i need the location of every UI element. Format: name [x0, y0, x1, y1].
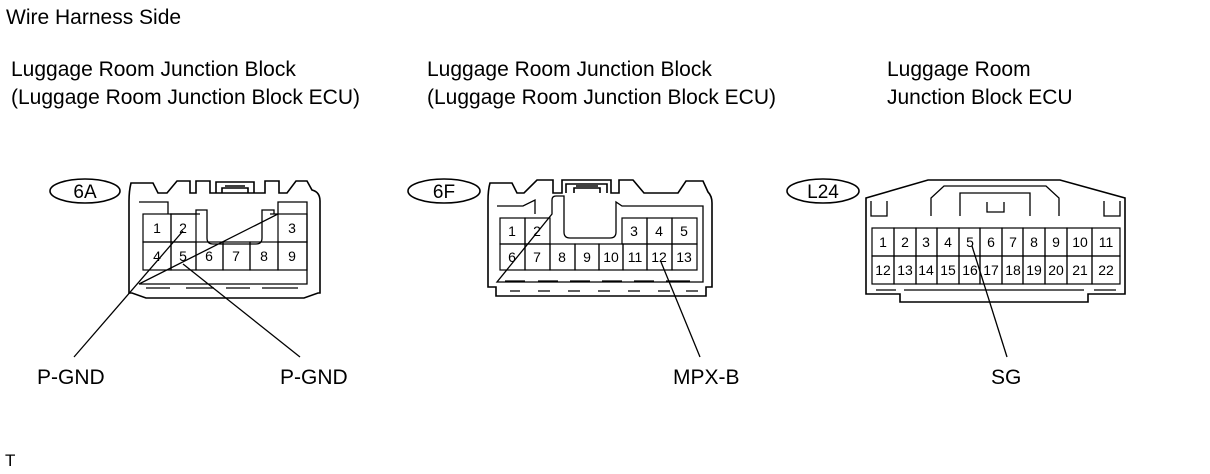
- connector-6f-title-line2: (Luggage Room Junction Block ECU): [427, 86, 777, 109]
- connector-l24-pin-grid: [871, 227, 1121, 285]
- leader-line-l24-pin5: [971, 245, 1008, 358]
- pin-l24-3: 3: [922, 234, 930, 250]
- pin-l24-18: 18: [1005, 262, 1021, 278]
- connector-l24-code: L24: [807, 182, 839, 203]
- pin-l24-4: 4: [944, 234, 952, 250]
- connector-6a-code-oval: [49, 178, 121, 204]
- leader-line-6a-pin2: [73, 230, 184, 358]
- page-heading: Wire Harness Side: [6, 6, 182, 29]
- connector-l24: L24 1 2 3: [786, 178, 1126, 389]
- connector-6a-code: 6A: [73, 182, 97, 203]
- pin-6f-13: 13: [676, 249, 692, 265]
- pin-l24-6: 6: [987, 234, 995, 250]
- pin-6a-6: 6: [205, 248, 213, 264]
- pin-l24-1: 1: [879, 234, 887, 250]
- pin-6f-7: 7: [533, 249, 541, 265]
- pin-l24-10: 10: [1072, 234, 1088, 250]
- connector-6a-housing: [128, 180, 321, 299]
- pin-l24-15: 15: [940, 262, 956, 278]
- connector-6f-latch: [565, 183, 608, 193]
- connector-6a-title-line1: Luggage Room Junction Block: [11, 58, 296, 81]
- pin-l24-5: 5: [966, 234, 974, 250]
- pin-6f-9: 9: [583, 249, 591, 265]
- pin-l24-22: 22: [1098, 262, 1114, 278]
- pin-6f-4: 4: [655, 223, 663, 239]
- pin-l24-11: 11: [1099, 234, 1114, 250]
- pin-6f-5: 5: [680, 223, 688, 239]
- connector-6f-title-line1: Luggage Room Junction Block: [427, 58, 712, 81]
- pin-l24-7: 7: [1009, 234, 1017, 250]
- connector-6a-title-line2: (Luggage Room Junction Block ECU): [11, 86, 361, 109]
- pin-6f-6: 6: [508, 249, 516, 265]
- connector-l24-top-details: [870, 185, 1121, 217]
- connector-6a: 6A 1 2 3 4 5 6 7 8 9 P-GND P-GND: [37, 178, 348, 389]
- connector-6a-latch: [215, 181, 255, 193]
- pin-6a-9: 9: [288, 248, 296, 264]
- connector-6f-code: 6F: [433, 182, 455, 203]
- pin-6f-3: 3: [630, 223, 638, 239]
- pin-6a-2: 2: [179, 220, 187, 236]
- signal-label-p-gnd-right: P-GND: [280, 366, 348, 389]
- pin-l24-21: 21: [1072, 262, 1088, 278]
- connector-6f-code-oval: [407, 178, 481, 204]
- corner-mark: T: [5, 451, 16, 470]
- pin-l24-13: 13: [897, 262, 913, 278]
- signal-label-sg: SG: [991, 366, 1021, 389]
- pin-l24-17: 17: [983, 262, 999, 278]
- pin-6f-12: 12: [651, 249, 667, 265]
- connector-l24-title-line1: Luggage Room: [887, 58, 1031, 81]
- pin-6f-1: 1: [508, 223, 516, 239]
- connector-l24-title-line2: Junction Block ECU: [887, 86, 1073, 109]
- pin-l24-2: 2: [901, 234, 909, 250]
- pin-l24-12: 12: [875, 262, 891, 278]
- pin-l24-9: 9: [1052, 234, 1060, 250]
- pin-l24-16: 16: [962, 262, 978, 278]
- connector-6f-bottom-details: [505, 280, 698, 292]
- pin-6a-4: 4: [153, 248, 161, 264]
- pin-6f-2: 2: [533, 223, 541, 239]
- pin-6a-5: 5: [179, 248, 187, 264]
- pin-l24-20: 20: [1048, 262, 1064, 278]
- connector-6f: 6F 1 2 3 4 5 6 7 8 9 10 11 12: [407, 178, 740, 389]
- connector-6a-pin-grid: [142, 213, 308, 271]
- connector-l24-code-oval: [786, 178, 860, 204]
- pin-6a-1: 1: [153, 220, 161, 236]
- pin-l24-19: 19: [1026, 262, 1042, 278]
- pin-6a-3: 3: [288, 220, 296, 236]
- pin-l24-8: 8: [1030, 234, 1038, 250]
- leader-line-6f-pin12: [660, 261, 701, 358]
- connector-6f-pin-grid: [499, 217, 698, 271]
- signal-label-mpx-b: MPX-B: [673, 366, 740, 389]
- pin-l24-14: 14: [918, 262, 934, 278]
- pin-6f-11: 11: [628, 249, 643, 265]
- connector-6f-inner-outline: [495, 195, 704, 283]
- pin-6f-8: 8: [558, 249, 566, 265]
- pin-6a-7: 7: [232, 248, 240, 264]
- pin-6a-8: 8: [260, 248, 268, 264]
- leader-line-6a-pin5: [182, 263, 301, 358]
- pin-6f-10: 10: [603, 249, 619, 265]
- signal-label-p-gnd-left: P-GND: [37, 366, 105, 389]
